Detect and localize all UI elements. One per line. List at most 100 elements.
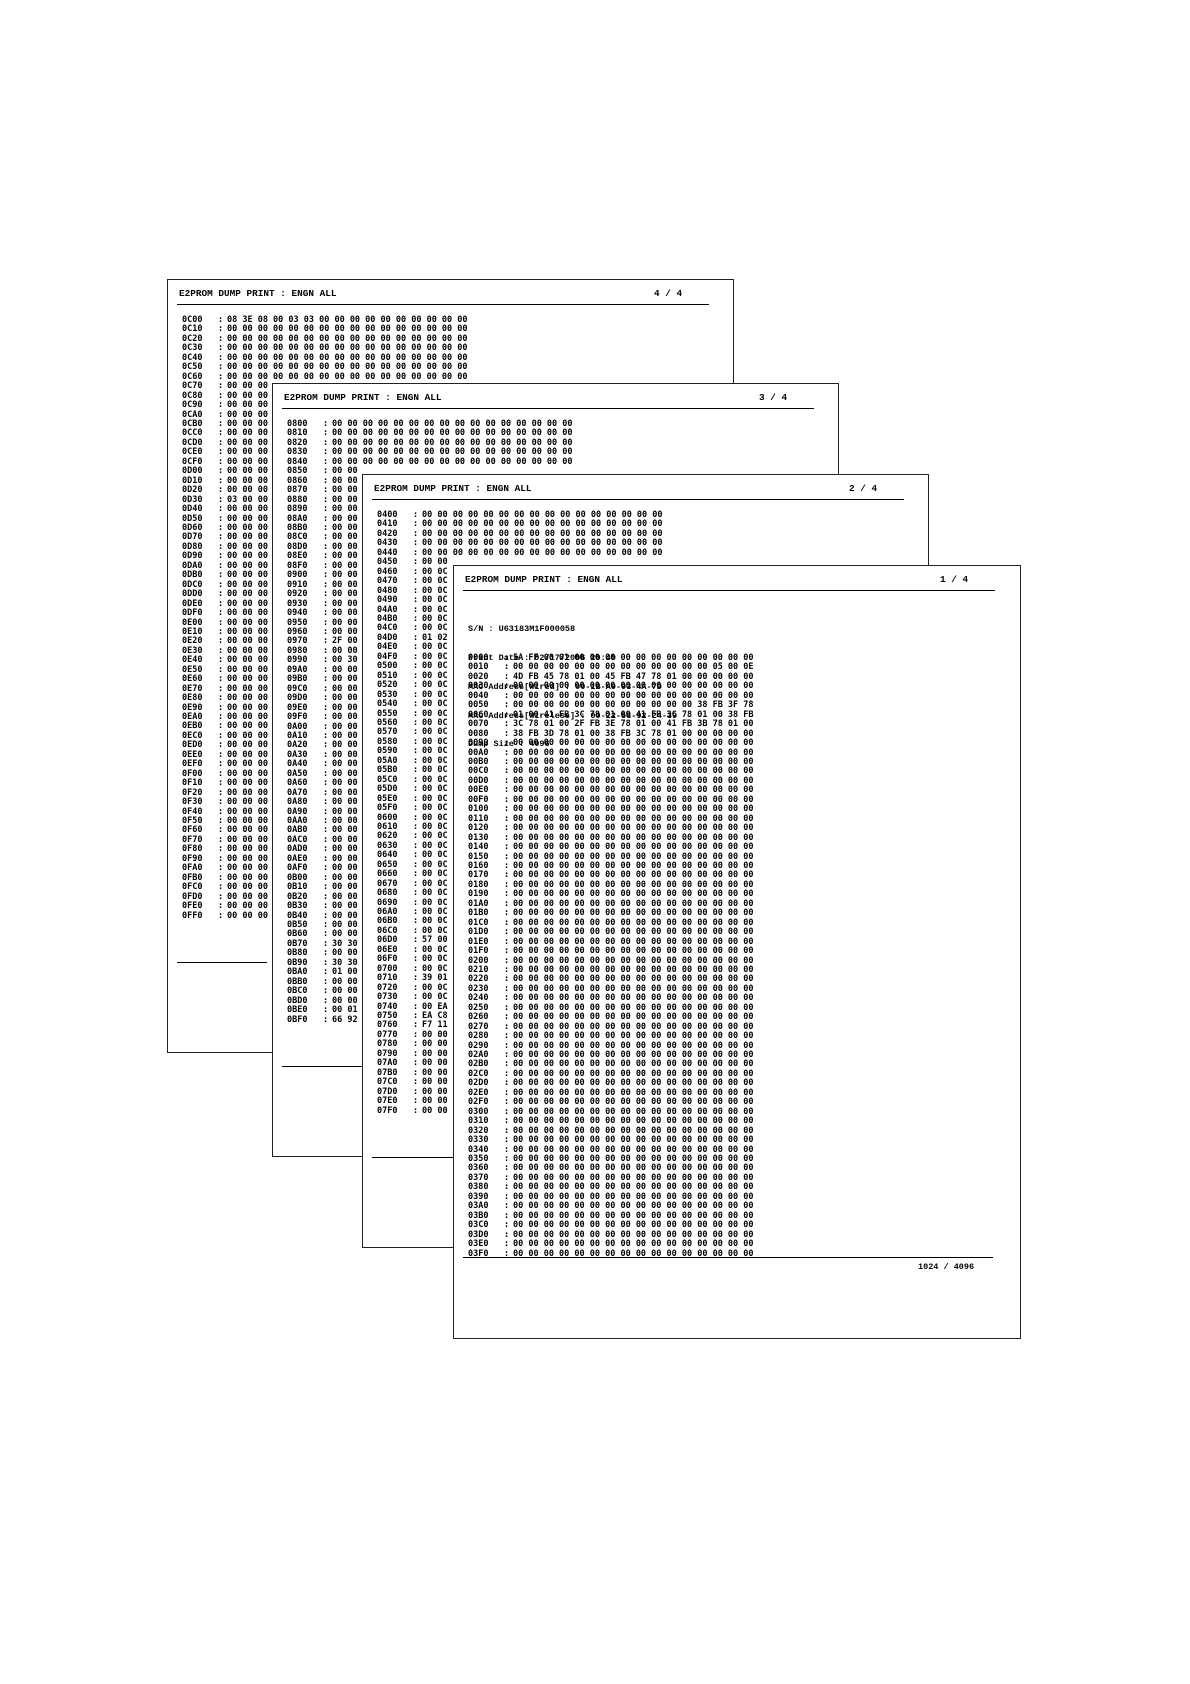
row-separator: : (413, 547, 419, 558)
row-bytes: 00 00 00 00 00 00 00 00 00 00 00 00 00 0… (332, 437, 573, 448)
row-bytes: 00 0C (422, 954, 448, 965)
row-separator: : (323, 995, 329, 1006)
byte-count: 1024 / 4096 (918, 1262, 975, 1272)
row-bytes: 00 00 00 00 00 00 00 00 00 00 00 00 00 0… (227, 371, 468, 382)
row-address: 03A0 (468, 1201, 489, 1212)
dump-row: 0230:00 00 00 00 00 00 00 00 00 00 00 00… (468, 984, 754, 994)
dump-row: 0DD0:00 00 00 (182, 589, 468, 599)
row-bytes: 00 00 00 (227, 778, 268, 789)
row-address: 0A10 (287, 730, 308, 741)
row-address: 0400 (377, 510, 398, 520)
row-address: 0D20 (182, 485, 203, 496)
row-address: 0830 (287, 447, 308, 458)
row-address: 0870 (287, 485, 308, 496)
dump-row: 0AF0:00 00 (287, 863, 573, 873)
row-separator: : (504, 936, 510, 947)
row-bytes: 00 00 00 (227, 740, 268, 751)
dump-row: 0EF0:00 00 00 (182, 759, 468, 769)
row-bytes: 00 00 00 00 00 00 00 00 00 00 00 00 00 0… (513, 946, 754, 957)
row-separator: : (218, 825, 224, 836)
row-address: 0450 (377, 557, 398, 568)
row-bytes: 00 00 (332, 513, 358, 524)
row-separator: : (323, 872, 329, 883)
row-separator: : (323, 485, 329, 496)
dump-row: 0DC0:00 00 00 (182, 580, 468, 590)
dump-row: 05A0:00 0C (377, 756, 663, 766)
dump-row: 0920:00 00 (287, 589, 573, 599)
row-separator: : (504, 1229, 510, 1240)
row-address: 07A0 (377, 1058, 398, 1069)
row-address: 0390 (468, 1191, 489, 1202)
dump-row: 0270:00 00 00 00 00 00 00 00 00 00 00 00… (468, 1022, 754, 1032)
dump-row: 05B0:00 0C (377, 765, 663, 775)
row-separator: : (218, 617, 224, 628)
dump-row: 0060:01 00 41 FB 3C 78 01 00 41 FB 3C 78… (468, 710, 754, 720)
header-rule (372, 499, 904, 500)
row-address: 0D60 (182, 522, 203, 533)
dump-row: 0810:00 00 00 00 00 00 00 00 00 00 00 00… (287, 428, 573, 438)
row-bytes: 00 0C (422, 907, 448, 918)
dump-row: 0D90:00 00 00 (182, 551, 468, 562)
row-separator: : (218, 343, 224, 354)
row-bytes: 00 00 00 (227, 513, 268, 524)
row-bytes: 00 0C (422, 613, 448, 624)
dump-row: 0E60:00 00 00 (182, 674, 468, 684)
row-bytes: 00 00 00 (227, 522, 268, 533)
row-bytes: 66 92 (332, 1014, 358, 1025)
dump-row: 07D0:00 00 (377, 1086, 663, 1097)
row-separator: : (413, 1067, 419, 1078)
dump-row: 09C0:00 00 (287, 684, 573, 694)
row-bytes: 00 00 (422, 1086, 448, 1097)
dump-row: 0C30:00 00 00 00 00 00 00 00 00 00 00 00… (182, 343, 468, 354)
row-bytes: 00 00 00 (227, 541, 268, 552)
row-separator: : (504, 1172, 510, 1183)
row-bytes: 00 00 (332, 494, 358, 505)
row-address: 0440 (377, 547, 398, 558)
dump-row: 0CF0:00 00 00 (182, 457, 468, 467)
dump-row: 0530:00 0C (377, 690, 663, 700)
row-address: 0CB0 (182, 418, 203, 429)
row-separator: : (218, 636, 224, 647)
row-bytes: 00 00 (332, 929, 358, 940)
dump-row: 0320:00 00 00 00 00 00 00 00 00 00 00 00… (468, 1126, 754, 1136)
row-separator: : (504, 1012, 510, 1023)
row-address: 0E00 (182, 617, 203, 628)
row-separator: : (323, 655, 329, 666)
dump-row: 0250:00 00 00 00 00 00 00 00 00 00 00 00… (468, 1003, 754, 1013)
row-separator: : (323, 513, 329, 524)
row-separator: : (413, 708, 419, 719)
row-separator: : (323, 466, 329, 477)
row-bytes: F7 11 (422, 1020, 448, 1031)
dump-row: 0570:00 0C (377, 727, 663, 737)
row-separator: : (504, 785, 510, 796)
row-separator: : (323, 740, 329, 751)
header-rule (282, 408, 814, 409)
row-bytes: 00 00 00 (227, 863, 268, 874)
row-bytes: 00 00 (332, 626, 358, 637)
row-bytes: 00 00 (422, 1105, 448, 1116)
page-number: 4 / 4 (654, 288, 683, 299)
row-separator: : (323, 929, 329, 940)
row-address: 0B00 (287, 872, 308, 883)
row-separator: : (218, 664, 224, 675)
row-address: 0070 (468, 719, 489, 730)
row-bytes: 00 00 00 00 00 00 00 00 00 00 00 00 00 0… (513, 662, 754, 673)
row-bytes: 00 00 00 00 00 00 00 00 00 00 00 00 00 0… (513, 936, 754, 947)
dump-row: 0A10:00 00 (287, 730, 573, 741)
row-separator: : (413, 897, 419, 908)
dump-row: 05E0:00 0C (377, 794, 663, 804)
dump-row: 0710:39 01 (377, 973, 663, 983)
row-address: 0B90 (287, 957, 308, 968)
dump-row: 04D0:01 02 (377, 633, 663, 643)
row-address: 0D90 (182, 551, 203, 562)
row-address: 0A50 (287, 768, 308, 779)
row-separator: : (218, 522, 224, 533)
dump-row: 0F10:00 00 00 (182, 778, 468, 789)
row-separator: : (218, 901, 224, 912)
row-address: 0820 (287, 437, 308, 448)
dump-row: 0280:00 00 00 00 00 00 00 00 00 00 00 00… (468, 1031, 754, 1041)
row-address: 07C0 (377, 1077, 398, 1088)
dump-row: 0F50:00 00 00 (182, 816, 468, 826)
row-separator: : (218, 381, 224, 392)
row-separator: : (323, 844, 329, 855)
